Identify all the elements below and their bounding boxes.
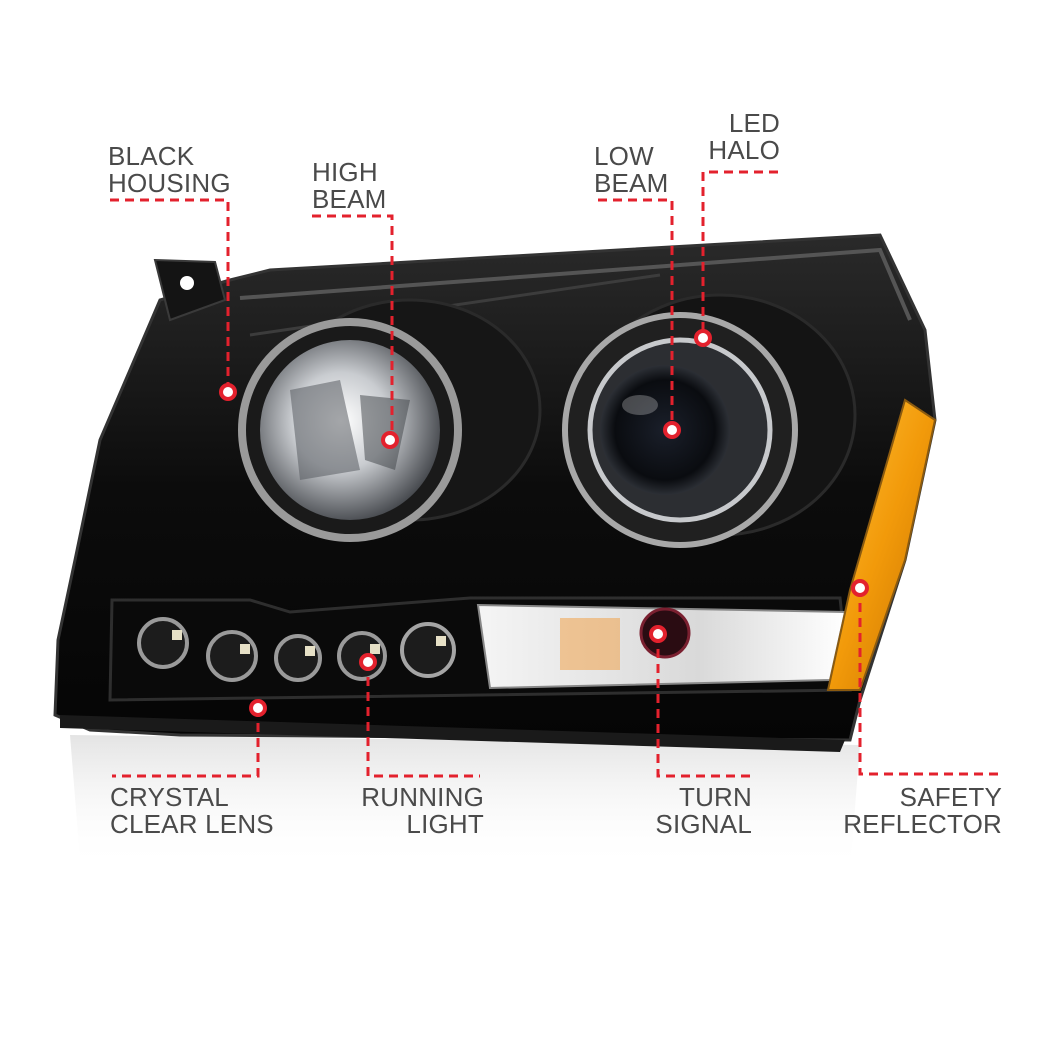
marker-led-halo <box>694 329 712 347</box>
label-line: LED <box>728 108 780 138</box>
label-black-housing: BLACK HOUSING <box>108 143 231 197</box>
marker-turn-signal <box>649 625 667 643</box>
label-line: BLACK <box>108 141 195 171</box>
projector-highlight <box>622 395 658 415</box>
marker-high-beam <box>381 431 399 449</box>
label-low-beam: LOW BEAM <box>594 143 668 197</box>
floor-reflection <box>70 735 860 870</box>
label-line: HOUSING <box>108 168 231 198</box>
led-pod-2 <box>206 630 258 682</box>
label-line: BEAM <box>594 168 669 198</box>
marker-running-light <box>359 653 377 671</box>
label-led-halo: LED HALO <box>680 110 780 164</box>
turn-signal-amber-bulb <box>560 618 620 670</box>
label-high-beam: HIGH BEAM <box>312 159 386 213</box>
label-line: CLEAR LENS <box>110 809 274 839</box>
label-line: TURN <box>678 782 752 812</box>
callout-line-crystal-clear-lens <box>112 708 260 778</box>
bottom-lip <box>60 715 845 752</box>
callout-line-led-halo <box>701 170 778 338</box>
callout-line-black-housing <box>110 198 230 390</box>
led-chip-5 <box>436 636 446 646</box>
label-line: BEAM <box>312 184 387 214</box>
marker-low-beam <box>663 421 681 439</box>
reflector-facet <box>290 380 360 480</box>
label-line: HIGH <box>312 157 378 187</box>
marker-safety-reflector <box>851 579 869 597</box>
label-line: CRYSTAL <box>110 782 229 812</box>
led-chip-1 <box>172 630 182 640</box>
label-line: RUNNING <box>361 782 484 812</box>
marker-crystal-clear-lens <box>249 699 267 717</box>
callout-line-high-beam <box>312 214 394 438</box>
label-line: SIGNAL <box>655 809 752 839</box>
callout-line-low-beam <box>598 198 674 430</box>
reflector-facet-2 <box>360 395 410 470</box>
label-turn-signal: TURN SIGNAL <box>630 784 752 838</box>
led-chip-3 <box>305 646 315 656</box>
led-pod-5 <box>400 622 456 678</box>
callout-markers <box>219 329 869 717</box>
mounting-tab <box>153 258 227 322</box>
label-running-light: RUNNING LIGHT <box>330 784 484 838</box>
label-crystal-clear-lens: CRYSTAL CLEAR LENS <box>110 784 274 838</box>
marker-black-housing <box>219 383 237 401</box>
label-line: HALO <box>708 135 780 165</box>
top-edge <box>239 247 912 321</box>
led-chip-2 <box>240 644 250 654</box>
label-safety-reflector: SAFETY REFLECTOR <box>840 784 1002 838</box>
mounting-hole <box>180 276 194 290</box>
label-line: LOW <box>594 141 654 171</box>
callout-line-safety-reflector <box>858 588 1002 776</box>
callout-lines <box>110 170 1002 778</box>
led-pod-1 <box>137 617 189 669</box>
amber-safety-reflector <box>826 398 937 691</box>
label-line: SAFETY <box>899 782 1002 812</box>
callout-line-turn-signal <box>656 634 750 778</box>
label-line: LIGHT <box>406 809 484 839</box>
callout-line-running-light <box>366 662 480 778</box>
label-line: REFLECTOR <box>843 809 1002 839</box>
led-chip-4 <box>370 644 380 654</box>
led-pod-3 <box>274 634 322 682</box>
